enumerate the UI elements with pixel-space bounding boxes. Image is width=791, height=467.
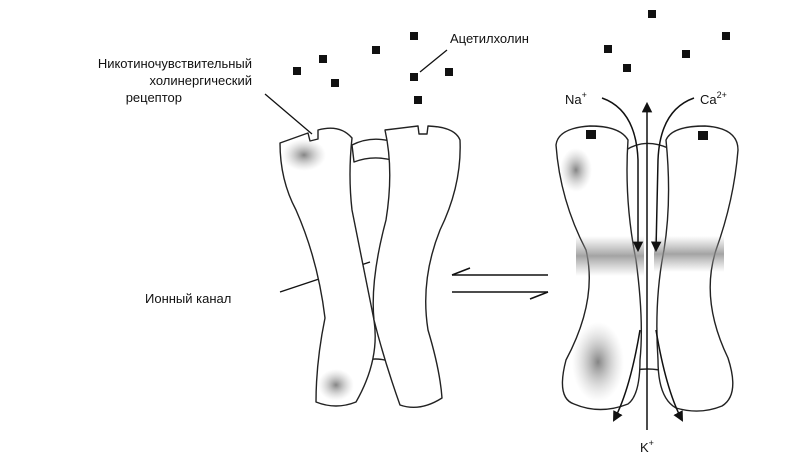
closed-shading xyxy=(282,139,326,171)
ligand-label: Ацетилхолин xyxy=(450,31,529,46)
ach-molecule xyxy=(682,50,690,58)
ach-molecule xyxy=(410,73,418,81)
open-channel xyxy=(555,97,739,430)
ligand-leader-line xyxy=(419,49,448,73)
ach-molecule xyxy=(319,55,327,63)
open-shading xyxy=(572,322,624,402)
bound-ach-molecule xyxy=(586,130,596,139)
channel-label: Ионный канал xyxy=(145,291,231,306)
closed-subunit-left xyxy=(279,127,376,407)
inflow-exit-arrow-left xyxy=(613,329,641,422)
ca-flow-arrow xyxy=(650,97,695,253)
ach-molecule xyxy=(445,68,453,76)
equilibrium-arrows xyxy=(451,267,549,300)
k-ion-label: K+ xyxy=(640,438,654,455)
receptor-label-line3: рецептор xyxy=(126,90,182,105)
ach-molecule xyxy=(648,10,656,18)
ach-molecule xyxy=(623,64,631,72)
receptor-label-line2: холинергический xyxy=(149,73,252,88)
na-ion-label: Na+ xyxy=(565,90,587,107)
bound-ach-molecule xyxy=(698,131,708,140)
ach-molecule xyxy=(410,32,418,40)
ach-molecule xyxy=(604,45,612,53)
ach-molecule xyxy=(372,46,380,54)
inflow-exit-arrow-right xyxy=(655,329,683,422)
closed-channel xyxy=(279,125,461,408)
forward-arrow-head xyxy=(529,291,549,300)
open-channel-rim xyxy=(625,142,669,151)
ach-molecule xyxy=(722,32,730,40)
ach-molecule xyxy=(293,67,301,75)
receptor-leader-line xyxy=(264,93,313,135)
acetylcholine-molecules xyxy=(293,10,730,104)
ach-molecule xyxy=(331,79,339,87)
membrane-band-shade xyxy=(576,236,644,276)
closed-subunit-right xyxy=(372,125,461,408)
ach-molecule xyxy=(414,96,422,104)
closed-shading xyxy=(318,369,354,401)
receptor-label-line1: Никотиночувствительный xyxy=(98,56,252,71)
membrane-band-shade xyxy=(654,236,724,272)
closed-channel-rim xyxy=(351,138,393,163)
open-shading xyxy=(560,148,592,192)
ca-ion-label: Ca2+ xyxy=(700,90,727,107)
na-flow-arrow xyxy=(601,97,644,253)
reverse-arrow-head xyxy=(451,267,471,276)
